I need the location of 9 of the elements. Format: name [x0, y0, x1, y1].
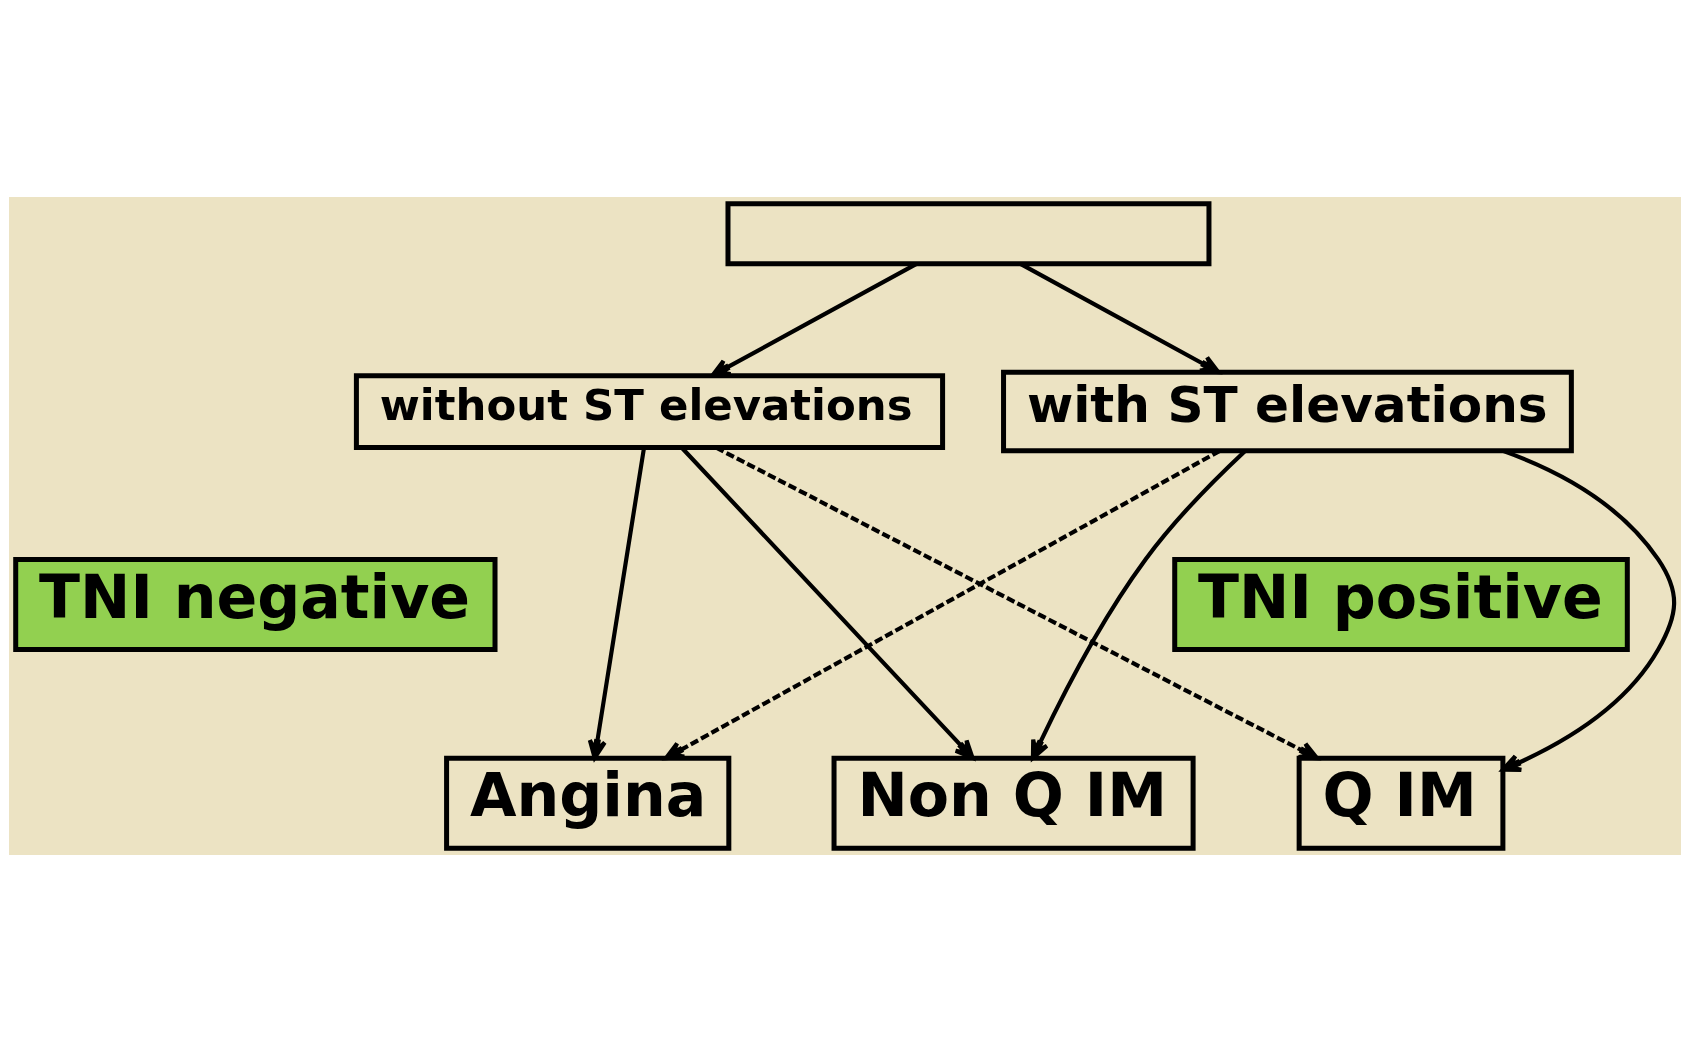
- node-box: Non Q IM: [831, 755, 1196, 851]
- node-box: Angina: [444, 755, 732, 851]
- arrow: [587, 447, 647, 760]
- node-box: Q IM: [1296, 755, 1506, 851]
- node-box: [725, 201, 1212, 267]
- node-box: with ST elevations: [1001, 369, 1574, 454]
- node-box: without ST elevations: [353, 373, 946, 450]
- node-box: TNI negative: [13, 556, 498, 653]
- node-box: TNI positive: [1172, 556, 1630, 653]
